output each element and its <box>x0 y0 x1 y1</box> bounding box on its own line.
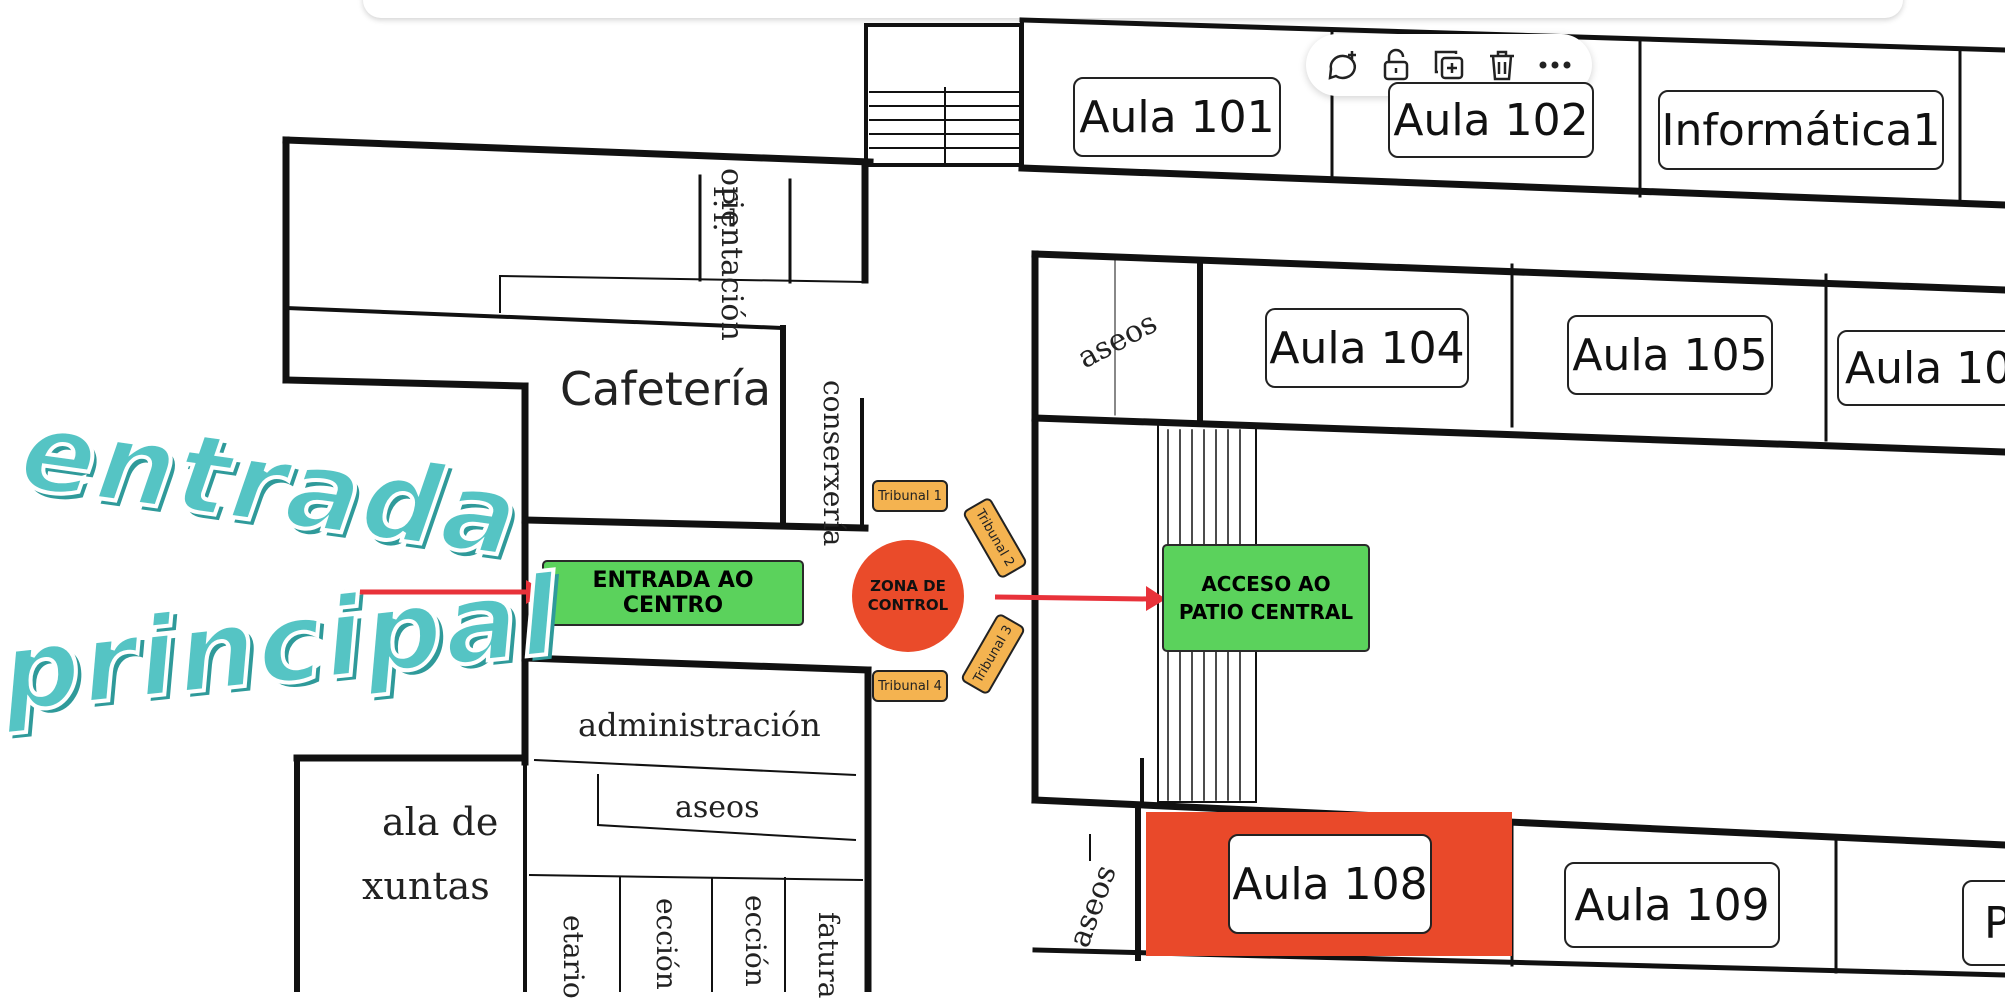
room-aula-109[interactable]: Aula 109 <box>1564 862 1780 948</box>
zona-line2: CONTROL <box>867 596 949 614</box>
zona-line1: ZONA DE <box>870 577 946 595</box>
entrada-ao-centro-box[interactable]: ENTRADA AO CENTRO <box>542 560 804 626</box>
acceso-patio-box[interactable]: ACCESO AO PATIO CENTRAL <box>1162 544 1370 652</box>
delete-icon[interactable] <box>1480 43 1524 87</box>
room-aula-106[interactable]: Aula 10 <box>1837 330 2005 406</box>
label-xuntas: xuntas <box>362 864 490 908</box>
label-direccion-2: ección <box>739 895 772 987</box>
tribunal-1-tag[interactable]: Tribunal 1 <box>872 480 948 512</box>
acceso-patio-line1: ACCESO AO <box>1201 572 1331 596</box>
label-cafeteria: Cafetería <box>560 362 772 416</box>
room-aula-102[interactable]: Aula 102 <box>1388 82 1594 158</box>
zona-de-control-circle[interactable]: ZONA DE CONTROL <box>852 540 964 652</box>
label-pt: P.T. <box>707 186 740 232</box>
unlock-icon[interactable] <box>1374 43 1418 87</box>
comment-add-icon[interactable] <box>1321 43 1365 87</box>
label-sala-de: ala de <box>382 800 499 844</box>
more-icon[interactable] <box>1533 43 1577 87</box>
label-xefatura: fatura <box>812 912 845 999</box>
label-conserxeria: conserxería <box>817 380 850 547</box>
top-toolbar <box>363 0 1903 18</box>
label-secretario: etario <box>557 915 590 999</box>
duplicate-icon[interactable] <box>1427 43 1471 87</box>
tribunal-4-tag[interactable]: Tribunal 4 <box>872 670 948 702</box>
room-partial-p[interactable]: P <box>1962 880 2005 966</box>
room-aula-108[interactable]: Aula 108 <box>1228 834 1432 934</box>
label-aseos-admin: aseos <box>675 790 760 825</box>
room-aula-105[interactable]: Aula 105 <box>1567 315 1773 395</box>
room-aula-104[interactable]: Aula 104 <box>1265 308 1469 388</box>
room-informatica1[interactable]: Informática1 <box>1658 90 1944 170</box>
acceso-patio-line2: PATIO CENTRAL <box>1178 600 1354 624</box>
label-direccion-1: ección <box>650 898 683 990</box>
room-aula-101[interactable]: Aula 101 <box>1073 77 1281 157</box>
label-administracion: administración <box>578 706 821 744</box>
